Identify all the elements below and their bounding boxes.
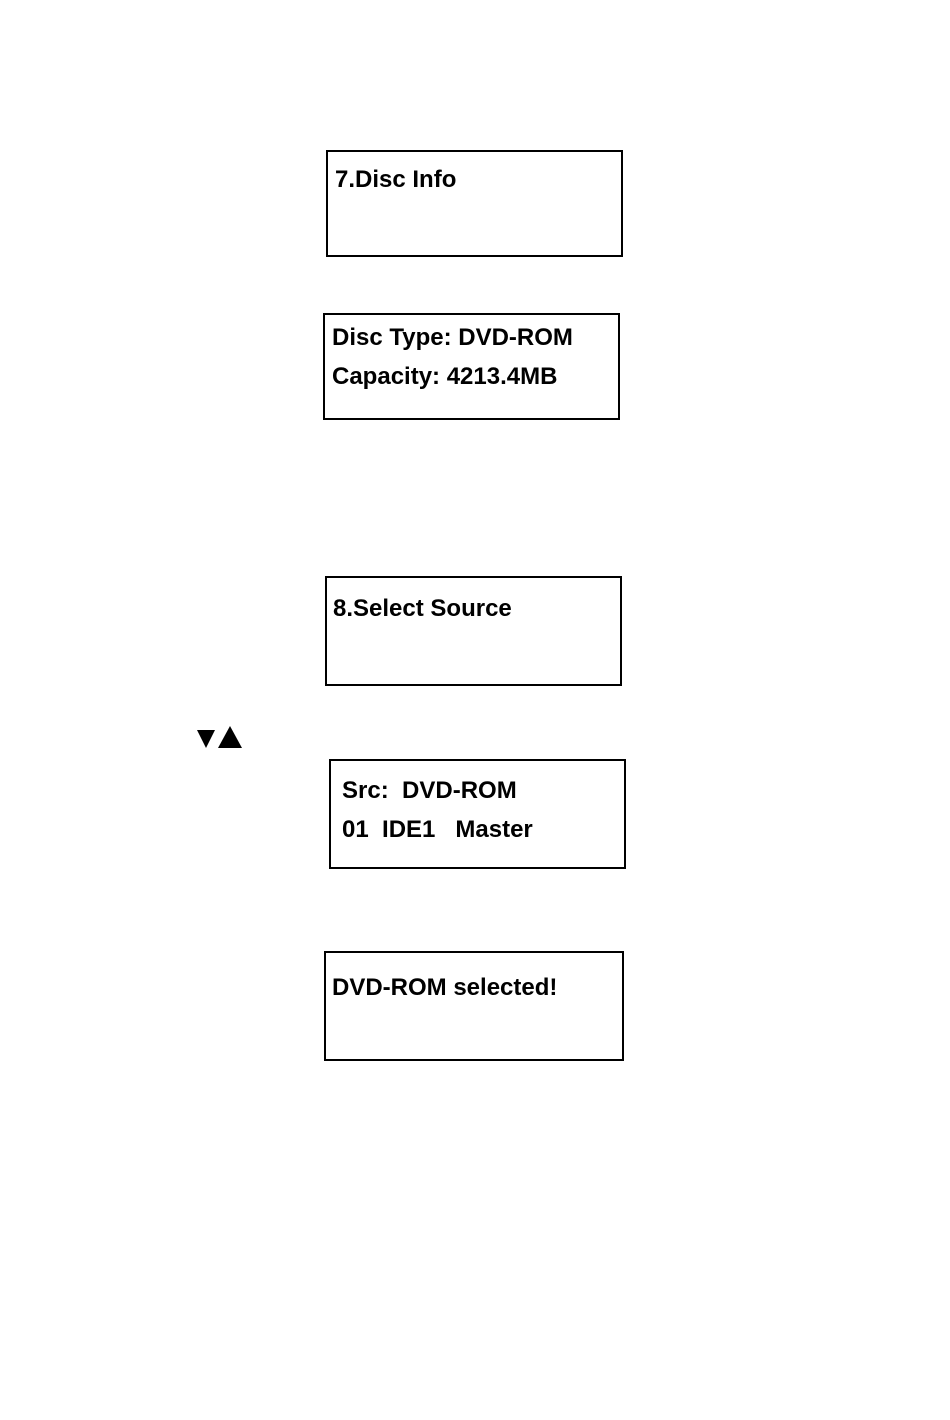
nav-arrows (197, 724, 242, 750)
lcd-screen-select-source: 8.Select Source (325, 576, 622, 686)
arrow-down-icon (197, 730, 215, 748)
lcd-screen-disc-info: 7.Disc Info (326, 150, 623, 257)
lcd-line-1: Src: DVD-ROM (342, 777, 517, 805)
lcd-screen-selected: DVD-ROM selected! (324, 951, 624, 1061)
lcd-screen-source-detail: Src: DVD-ROM 01 IDE1 Master (329, 759, 626, 869)
lcd-line-1: DVD-ROM selected! (332, 974, 557, 1002)
lcd-line-2: 01 IDE1 Master (342, 816, 533, 844)
lcd-line-1: 7.Disc Info (335, 166, 456, 194)
lcd-line-2: Capacity: 4213.4MB (332, 363, 557, 391)
arrow-up-icon (218, 726, 242, 748)
lcd-line-1: 8.Select Source (333, 595, 512, 623)
lcd-line-1: Disc Type: DVD-ROM (332, 324, 573, 352)
lcd-screen-disc-detail: Disc Type: DVD-ROM Capacity: 4213.4MB (323, 313, 620, 420)
